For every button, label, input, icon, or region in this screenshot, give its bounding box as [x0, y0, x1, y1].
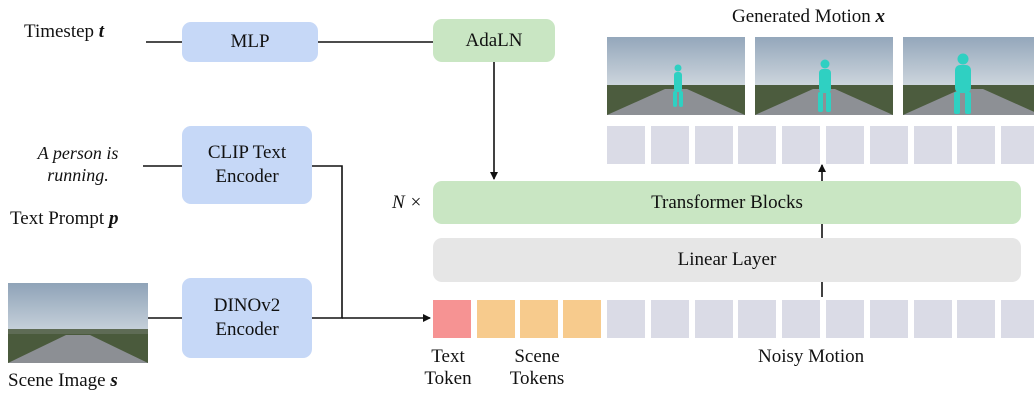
- motion-frame-3: [903, 37, 1034, 115]
- timestep-text: Timestep: [24, 21, 95, 42]
- motion-token: [1001, 300, 1034, 338]
- text-token-label-2: Token: [424, 368, 472, 389]
- motion-token: [607, 126, 645, 164]
- dino-label-2: Encoder: [215, 319, 279, 340]
- clip-encoder-box: CLIP Text Encoder: [182, 126, 312, 204]
- repeat-n-label: N ×: [392, 192, 423, 213]
- timestep-label: Timestep t: [24, 21, 104, 43]
- text-prompt-var: p: [108, 208, 119, 229]
- scene-token: [520, 300, 558, 338]
- clip-label-2: Encoder: [215, 166, 279, 187]
- dino-label-1: DINOv2: [213, 295, 281, 316]
- scene-image: [8, 283, 148, 363]
- transformer-blocks-box: Transformer Blocks: [433, 181, 1021, 224]
- linear-layer-box: Linear Layer: [433, 238, 1021, 282]
- adaln-box: AdaLN: [433, 19, 555, 62]
- text-prompt-text: Text Prompt: [10, 208, 105, 229]
- transformer-label: Transformer Blocks: [651, 191, 803, 213]
- scene-tokens-label-1: Scene: [514, 346, 560, 367]
- text-prompt-label: Text Prompt p: [10, 208, 118, 230]
- linear-label: Linear Layer: [677, 249, 777, 270]
- text-token-label: Text Token: [418, 346, 478, 390]
- scene-tokens-label: Scene Tokens: [497, 346, 577, 390]
- motion-token: [869, 300, 908, 338]
- motion-token: [913, 300, 952, 338]
- motion-token: [957, 126, 996, 164]
- scene-image-var: s: [110, 370, 118, 391]
- clip-merge-line: [312, 165, 343, 319]
- prompt-example: A person is running.: [22, 142, 134, 186]
- motion-token: [782, 126, 821, 164]
- scene-image-label: Scene Image s: [8, 370, 118, 392]
- motion-token: [694, 300, 733, 338]
- clip-label-1: CLIP Text: [207, 142, 287, 163]
- prompt-line-1: A person is: [37, 143, 119, 163]
- mlp-box: MLP: [182, 22, 318, 62]
- motion-token: [826, 300, 864, 338]
- mlp-label: MLP: [230, 31, 270, 52]
- motion-token: [957, 300, 996, 338]
- motion-token: [650, 300, 689, 338]
- generated-motion-var: x: [875, 6, 886, 27]
- text-token-label-1: Text: [431, 346, 465, 367]
- generated-motion-title: Generated Motion x: [732, 6, 885, 28]
- generated-motion-text: Generated Motion: [732, 6, 871, 27]
- scene-tokens-label-2: Tokens: [509, 368, 565, 389]
- scene-token: [477, 300, 515, 338]
- dino-encoder-box: DINOv2 Encoder: [182, 278, 312, 358]
- motion-token: [738, 300, 777, 338]
- prompt-line-2: running.: [47, 165, 109, 185]
- motion-token: [913, 126, 952, 164]
- motion-token: [869, 126, 908, 164]
- motion-token: [607, 300, 645, 338]
- motion-frame-1: [607, 37, 745, 115]
- scene-image-text: Scene Image: [8, 370, 106, 391]
- scene-image-graphic: [8, 283, 148, 363]
- motion-frame-2: [755, 37, 893, 115]
- motion-token: [1001, 126, 1034, 164]
- noisy-motion-label: Noisy Motion: [758, 346, 865, 367]
- motion-token: [782, 300, 821, 338]
- adaln-label: AdaLN: [465, 29, 523, 51]
- text-token: [433, 300, 471, 338]
- motion-token: [694, 126, 733, 164]
- motion-token: [650, 126, 689, 164]
- scene-token: [563, 300, 601, 338]
- motion-token: [738, 126, 777, 164]
- timestep-var: t: [98, 21, 105, 42]
- motion-token: [826, 126, 864, 164]
